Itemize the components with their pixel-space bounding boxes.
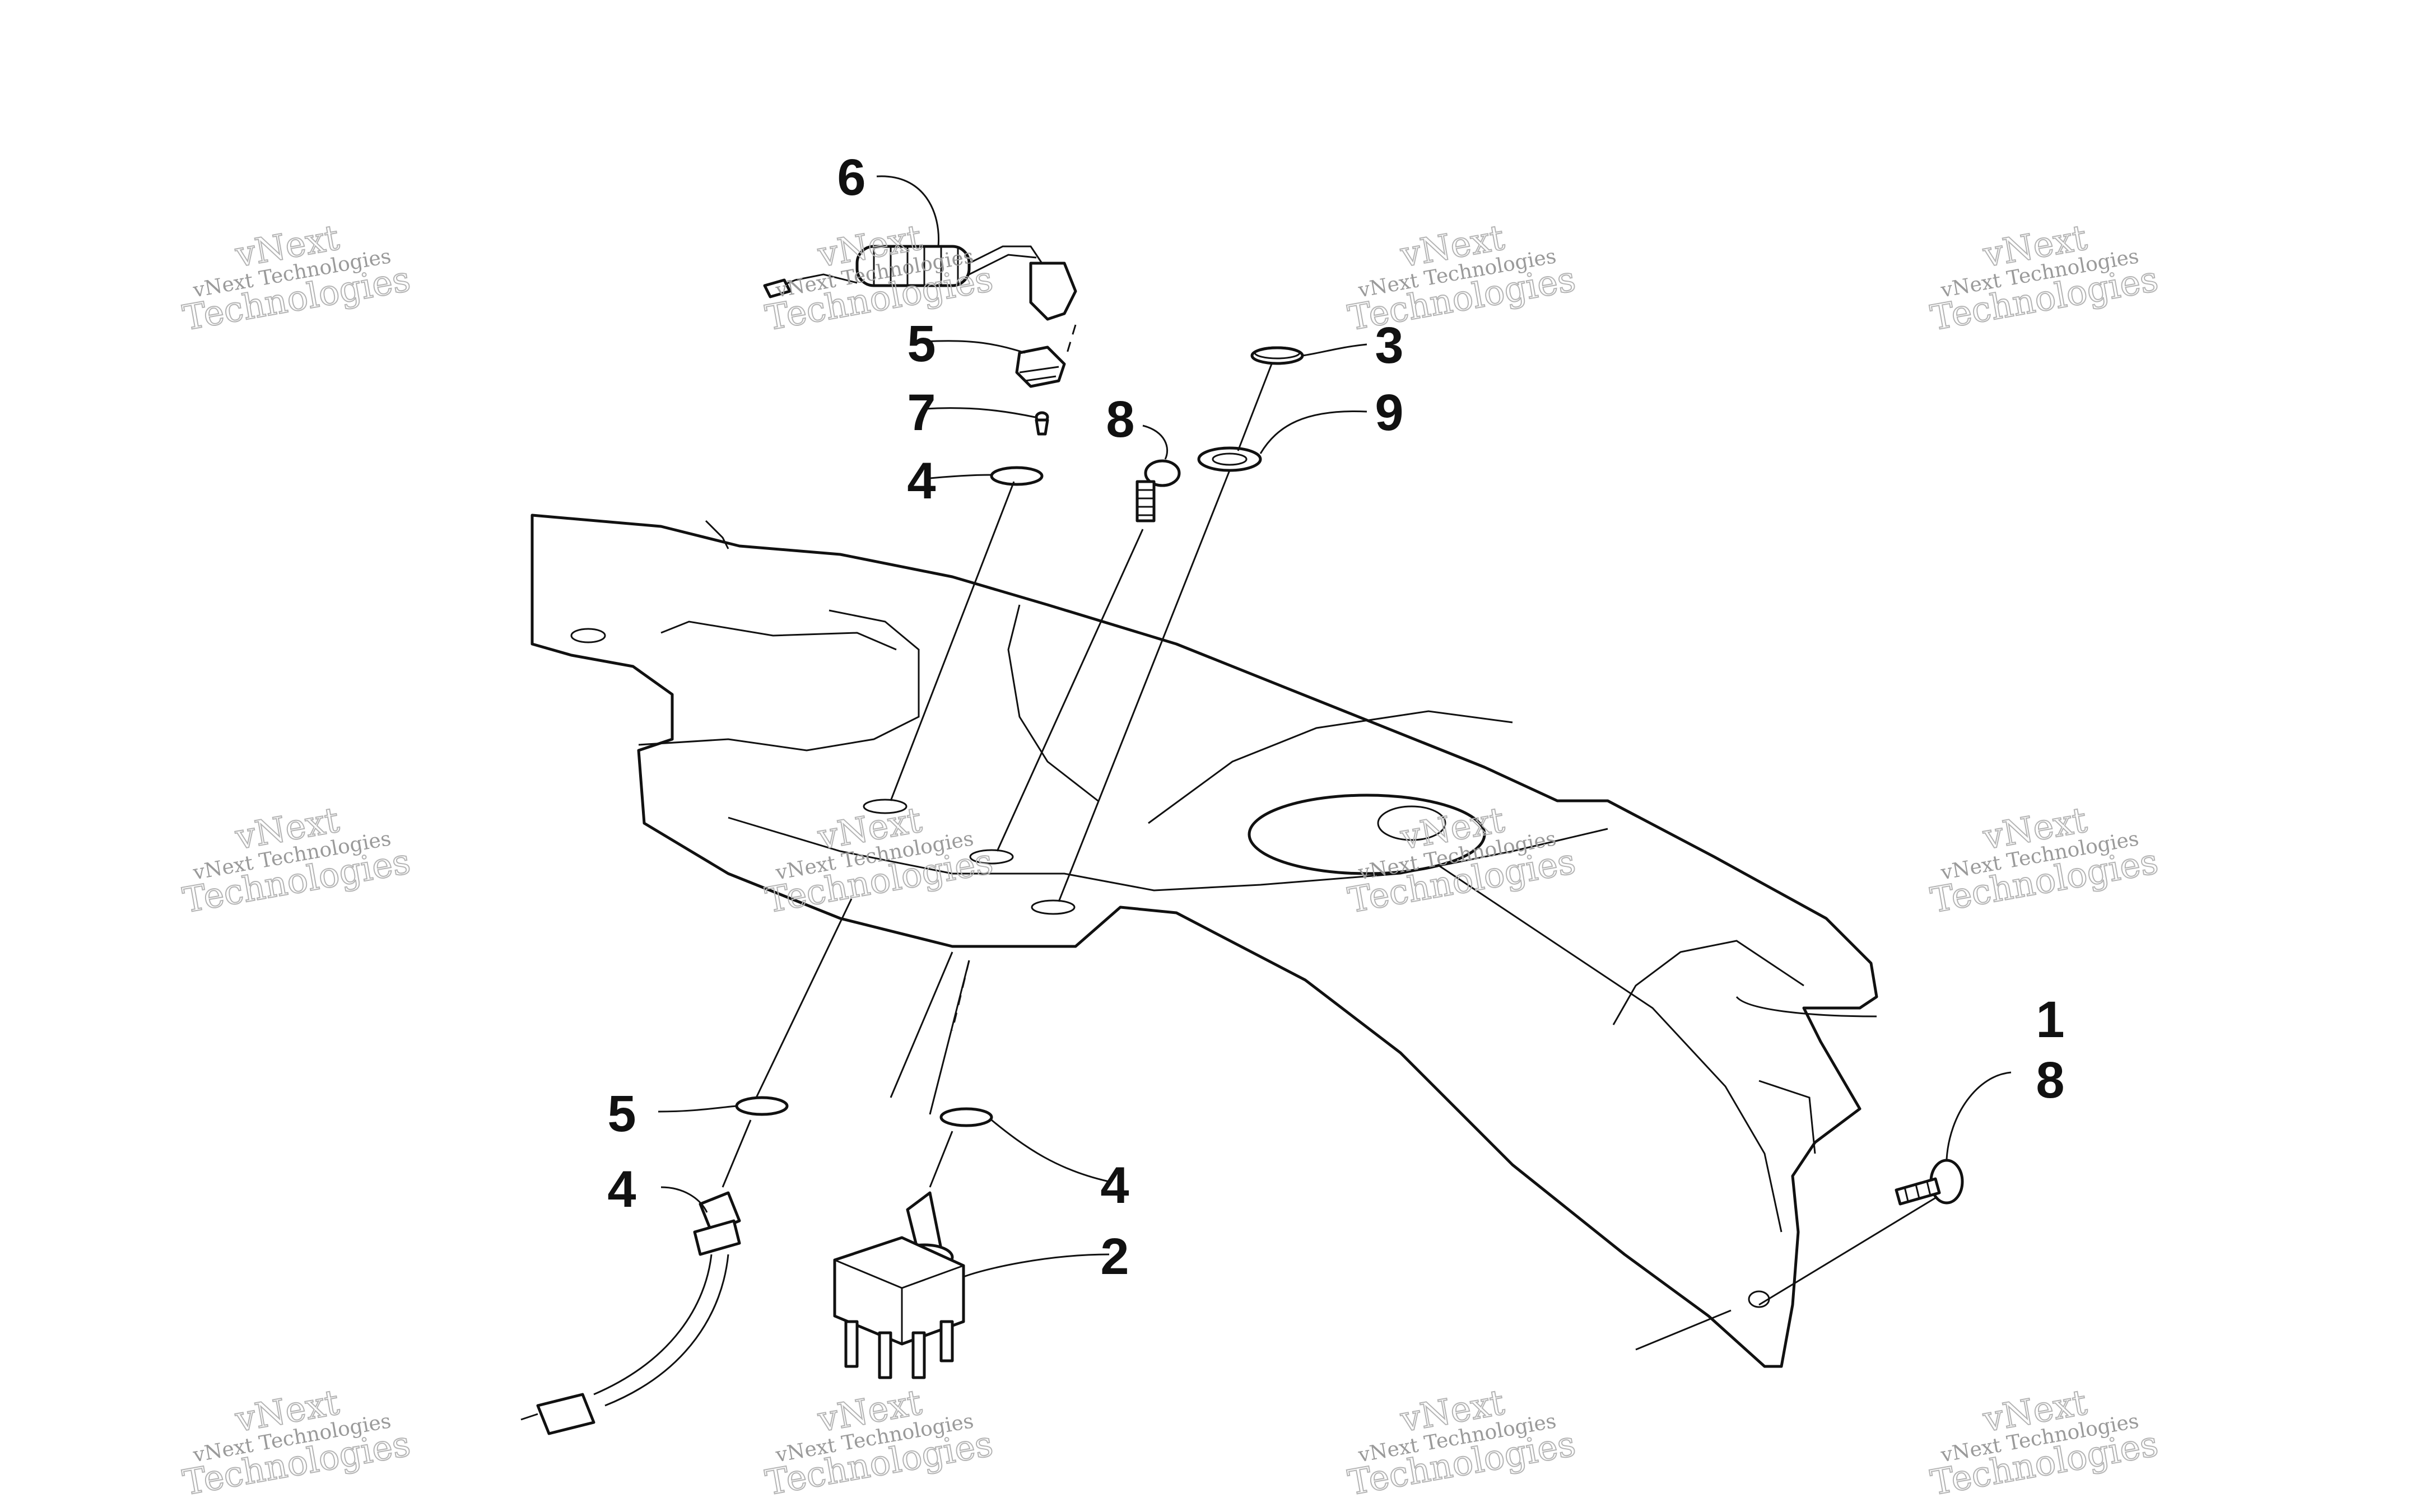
callout-leaders [658,175,2012,1278]
callout-4-top: 4 [907,452,936,510]
console-tray-part [530,514,1878,1368]
watermark: vNext vNext Technologies Technologies [1927,799,2162,921]
callout-4-lower-center: 4 [1100,1157,1129,1214]
watermark: vNext vNext Technologies Technologies [179,216,414,339]
lamp-socket-part [520,1191,741,1435]
callout-4-lower-left: 5 [607,1085,636,1142]
callout-5-top: 5 [907,315,936,372]
callout-8-right: 8 [2036,1052,2064,1109]
callout-3: 3 [1375,317,1403,374]
callout-1: 1 [2036,991,2064,1048]
push-rivet-part-right [1895,1159,1964,1206]
assembly-lines [722,363,1944,1351]
callout-9: 9 [1375,384,1403,441]
watermark: vNext vNext Technologies Technologies [1344,216,1579,339]
callout-2: 2 [1100,1228,1129,1285]
watermark: vNext vNext Technologies Technologies [762,216,997,339]
small-screw-part [1035,411,1049,436]
tether-cord-part [763,245,1077,353]
push-rivet-part-top [1135,459,1181,522]
washer-part-lower-left [735,1096,789,1116]
washer-part-lower-center [939,1107,993,1127]
watermark: vNext vNext Technologies Technologies [1344,1381,1579,1504]
callout-5-lower: 4 [607,1161,636,1218]
watermark: vNext vNext Technologies Technologies [1927,216,2162,339]
watermark: vNext vNext Technologies Technologies [1927,1381,2162,1504]
toggle-switch-part [833,1191,965,1379]
watermark: vNext vNext Technologies Technologies [762,1381,997,1504]
cap-part-top [1015,346,1066,388]
ring-nut-part [1197,446,1262,472]
callout-6: 6 [837,149,865,206]
watermark: vNext vNext Technologies Technologies [179,1381,414,1504]
callout-7: 7 [907,384,936,441]
callout-8-top: 8 [1106,391,1134,448]
washer-part-top [990,466,1044,486]
tether-coil [855,245,971,287]
watermark: vNext vNext Technologies Technologies [179,799,414,921]
grommet-part [1250,346,1304,365]
callout-labels: 6 5 7 4 8 3 9 1 8 4 5 4 2 [607,149,2064,1285]
